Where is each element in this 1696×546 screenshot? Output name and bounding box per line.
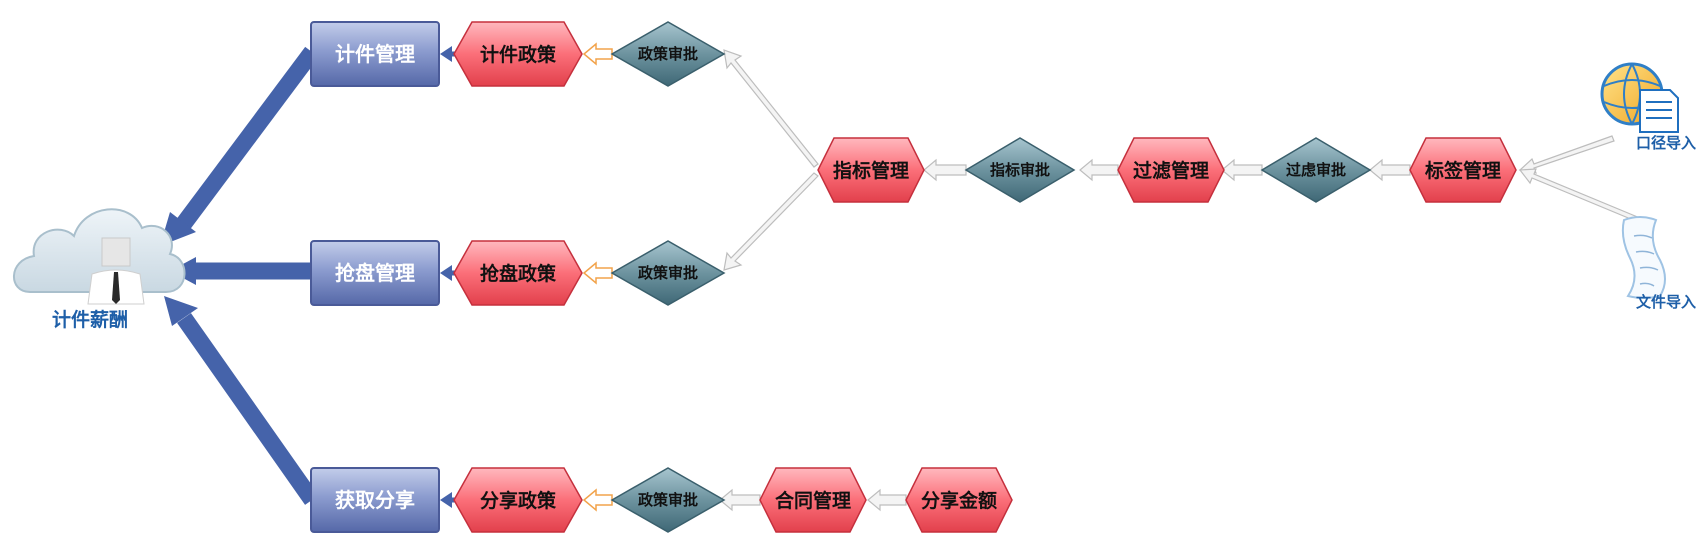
hub-arrows — [160, 46, 319, 505]
arrowhead-share-to-hub — [164, 296, 198, 326]
approval-to-policy-arrows — [582, 42, 613, 512]
policy-piece[interactable]: 计件政策 — [453, 21, 583, 87]
arrow-piece-to-hub — [175, 46, 319, 232]
globe-document-icon — [1600, 62, 1679, 133]
policy-share-label: 分享政策 — [480, 489, 557, 512]
policy-piece-label: 计件政策 — [480, 43, 557, 66]
step-filter-label: 过滤管理 — [1133, 159, 1209, 182]
policy-grab[interactable]: 抢盘政策 — [453, 240, 583, 306]
source-caliber-label: 口径导入 — [1636, 134, 1696, 152]
approval-filter-label: 过虑审批 — [1286, 161, 1346, 179]
step-indicator-label: 指标管理 — [833, 159, 909, 182]
chain-arrows — [719, 49, 1641, 512]
approval-share-label: 政策审批 — [638, 491, 698, 509]
step-tag-label: 标签管理 — [1425, 159, 1501, 182]
arrow-share-to-hub — [177, 313, 319, 505]
approval-grab-label: 政策审批 — [638, 264, 698, 282]
module-share-label: 获取分享 — [335, 488, 415, 512]
step-filter-management[interactable]: 过滤管理 — [1117, 137, 1225, 203]
step-contract-management[interactable]: 合同管理 — [759, 467, 867, 533]
step-tag-management[interactable]: 标签管理 — [1409, 137, 1517, 203]
step-share-amount-label: 分享金额 — [921, 489, 997, 512]
module-get-share[interactable]: 获取分享 — [310, 467, 440, 533]
module-piece-label: 计件管理 — [335, 42, 415, 66]
step-share-amount[interactable]: 分享金额 — [905, 467, 1013, 533]
module-piece-management[interactable]: 计件管理 — [310, 21, 440, 87]
module-grab-label: 抢盘管理 — [335, 261, 415, 285]
source-file-label: 文件导入 — [1636, 293, 1696, 311]
approval-filter[interactable]: 过虑审批 — [1260, 137, 1372, 203]
policy-share[interactable]: 分享政策 — [453, 467, 583, 533]
hub-node[interactable]: 计件薪酬 — [13, 208, 186, 331]
approval-indicator[interactable]: 指标审批 — [964, 137, 1076, 203]
approval-grab[interactable]: 政策审批 — [610, 240, 726, 306]
step-contract-label: 合同管理 — [775, 489, 851, 512]
source-caliber-import[interactable]: 口径导入 — [1600, 62, 1696, 152]
source-file-import[interactable]: 文件导入 — [1621, 216, 1696, 311]
approval-share[interactable]: 政策审批 — [610, 467, 726, 533]
scroll-file-icon — [1621, 216, 1666, 299]
hub-label: 计件薪酬 — [52, 308, 128, 331]
approval-indicator-label: 指标审批 — [990, 161, 1050, 179]
approval-piece[interactable]: 政策审批 — [610, 21, 726, 87]
policy-grab-label: 抢盘政策 — [480, 262, 557, 285]
step-indicator-management[interactable]: 指标管理 — [817, 137, 925, 203]
approval-piece-label: 政策审批 — [638, 45, 698, 63]
cloud-user-icon — [13, 208, 186, 305]
module-grab-management[interactable]: 抢盘管理 — [310, 240, 440, 306]
